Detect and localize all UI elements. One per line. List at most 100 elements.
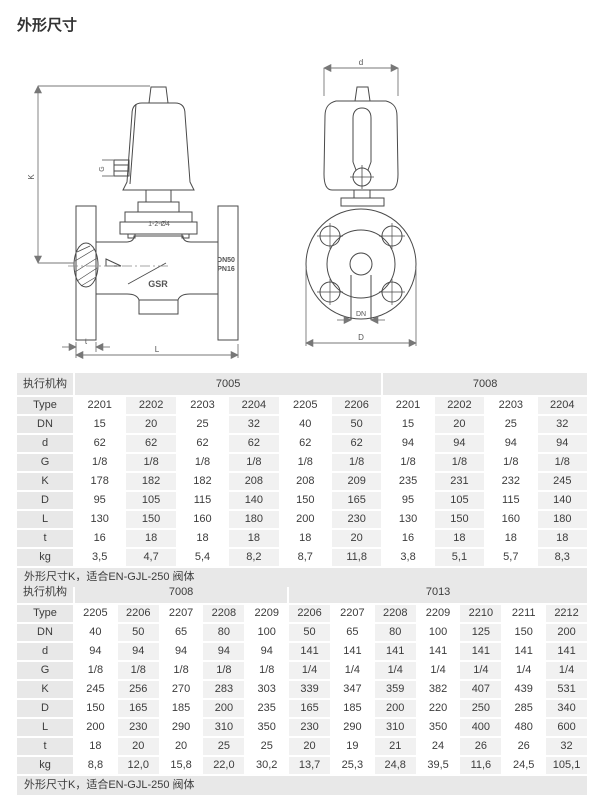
- data-cell: 165: [117, 700, 159, 717]
- data-cell: 18: [75, 738, 116, 755]
- actuator-header-cell: 执行机构: [17, 581, 73, 603]
- row-label-cell: d: [17, 643, 73, 660]
- data-cell: 200: [75, 719, 116, 736]
- row-label-cell: G: [17, 454, 73, 471]
- data-cell: 2201: [383, 397, 433, 414]
- data-cell: 20: [331, 530, 382, 547]
- data-cell: 1/8: [126, 454, 176, 471]
- dim-t-label: t: [85, 337, 88, 346]
- data-cell: 359: [374, 681, 416, 698]
- data-cell: 18: [177, 530, 228, 547]
- data-cell: 5,7: [486, 549, 536, 566]
- dim-dn-label: DN: [356, 311, 366, 318]
- data-cell: 80: [203, 624, 245, 641]
- data-cell: 2206: [289, 605, 330, 622]
- data-cell: 16: [383, 530, 433, 547]
- data-cell: 270: [160, 681, 202, 698]
- data-cell: 32: [229, 416, 279, 433]
- row-label-cell: kg: [17, 757, 73, 774]
- data-cell: 11,8: [331, 549, 382, 566]
- data-cell: 11,6: [460, 757, 502, 774]
- data-cell: 18: [434, 530, 485, 547]
- data-cell: 2203: [486, 397, 536, 414]
- valve-side-outline: [305, 86, 417, 320]
- data-cell: 3,8: [383, 549, 433, 566]
- data-cell: 407: [460, 681, 502, 698]
- data-cell: 25: [203, 738, 245, 755]
- data-cell: 185: [331, 700, 373, 717]
- data-cell: 150: [434, 511, 485, 528]
- data-cell: 2208: [374, 605, 416, 622]
- data-cell: 94: [160, 643, 202, 660]
- data-cell: 1/4: [503, 662, 545, 679]
- data-cell: 150: [126, 511, 176, 528]
- data-cell: 180: [229, 511, 279, 528]
- data-cell: 94: [486, 435, 536, 452]
- data-cell: 15: [75, 416, 125, 433]
- data-cell: 347: [331, 681, 373, 698]
- data-cell: 1/4: [460, 662, 502, 679]
- data-cell: 1/8: [75, 662, 116, 679]
- data-cell: 3,5: [75, 549, 125, 566]
- data-cell: 310: [374, 719, 416, 736]
- row-label-cell: DN: [17, 624, 73, 641]
- data-cell: 20: [117, 738, 159, 755]
- data-cell: 40: [75, 624, 116, 641]
- data-cell: 19: [331, 738, 373, 755]
- data-cell: 80: [374, 624, 416, 641]
- row-label-cell: t: [17, 530, 73, 547]
- data-cell: 62: [280, 435, 330, 452]
- row-label-cell: K: [17, 473, 73, 490]
- data-cell: 600: [546, 719, 587, 736]
- data-cell: 230: [289, 719, 330, 736]
- row-label-cell: D: [17, 700, 73, 717]
- data-cell: 185: [160, 700, 202, 717]
- row-label-cell: L: [17, 511, 73, 528]
- data-cell: 8,3: [537, 549, 587, 566]
- data-cell: 208: [229, 473, 279, 490]
- group-header-cell: 7008: [75, 581, 288, 603]
- data-cell: 290: [331, 719, 373, 736]
- data-cell: 5,1: [434, 549, 485, 566]
- side-dimensions: [305, 63, 417, 348]
- data-cell: 25: [177, 416, 228, 433]
- data-cell: 95: [383, 492, 433, 509]
- data-cell: 2204: [537, 397, 587, 414]
- data-cell: 2202: [434, 397, 485, 414]
- flange-tag-label: 1-2-Ø4: [148, 221, 170, 228]
- row-label-cell: G: [17, 662, 73, 679]
- data-cell: 4,7: [126, 549, 176, 566]
- table-footnote: 外形尺寸K，适合EN-GJL-250 阀体: [17, 776, 587, 795]
- group-header-cell: 7008: [383, 373, 587, 395]
- data-cell: 94: [537, 435, 587, 452]
- data-cell: 30,2: [246, 757, 288, 774]
- data-cell: 200: [203, 700, 245, 717]
- data-cell: 130: [75, 511, 125, 528]
- data-cell: 94: [117, 643, 159, 660]
- data-cell: 1/8: [246, 662, 288, 679]
- data-cell: 18: [537, 530, 587, 547]
- data-cell: 65: [160, 624, 202, 641]
- data-cell: 141: [331, 643, 373, 660]
- data-cell: 32: [546, 738, 587, 755]
- data-cell: 8,7: [280, 549, 330, 566]
- data-cell: 339: [289, 681, 330, 698]
- data-cell: 180: [537, 511, 587, 528]
- data-cell: 140: [229, 492, 279, 509]
- data-cell: 22,0: [203, 757, 245, 774]
- data-cell: 25: [486, 416, 536, 433]
- data-cell: 32: [537, 416, 587, 433]
- data-cell: 2206: [117, 605, 159, 622]
- data-cell: 62: [177, 435, 228, 452]
- data-cell: 382: [417, 681, 459, 698]
- data-cell: 1/4: [546, 662, 587, 679]
- data-cell: 350: [417, 719, 459, 736]
